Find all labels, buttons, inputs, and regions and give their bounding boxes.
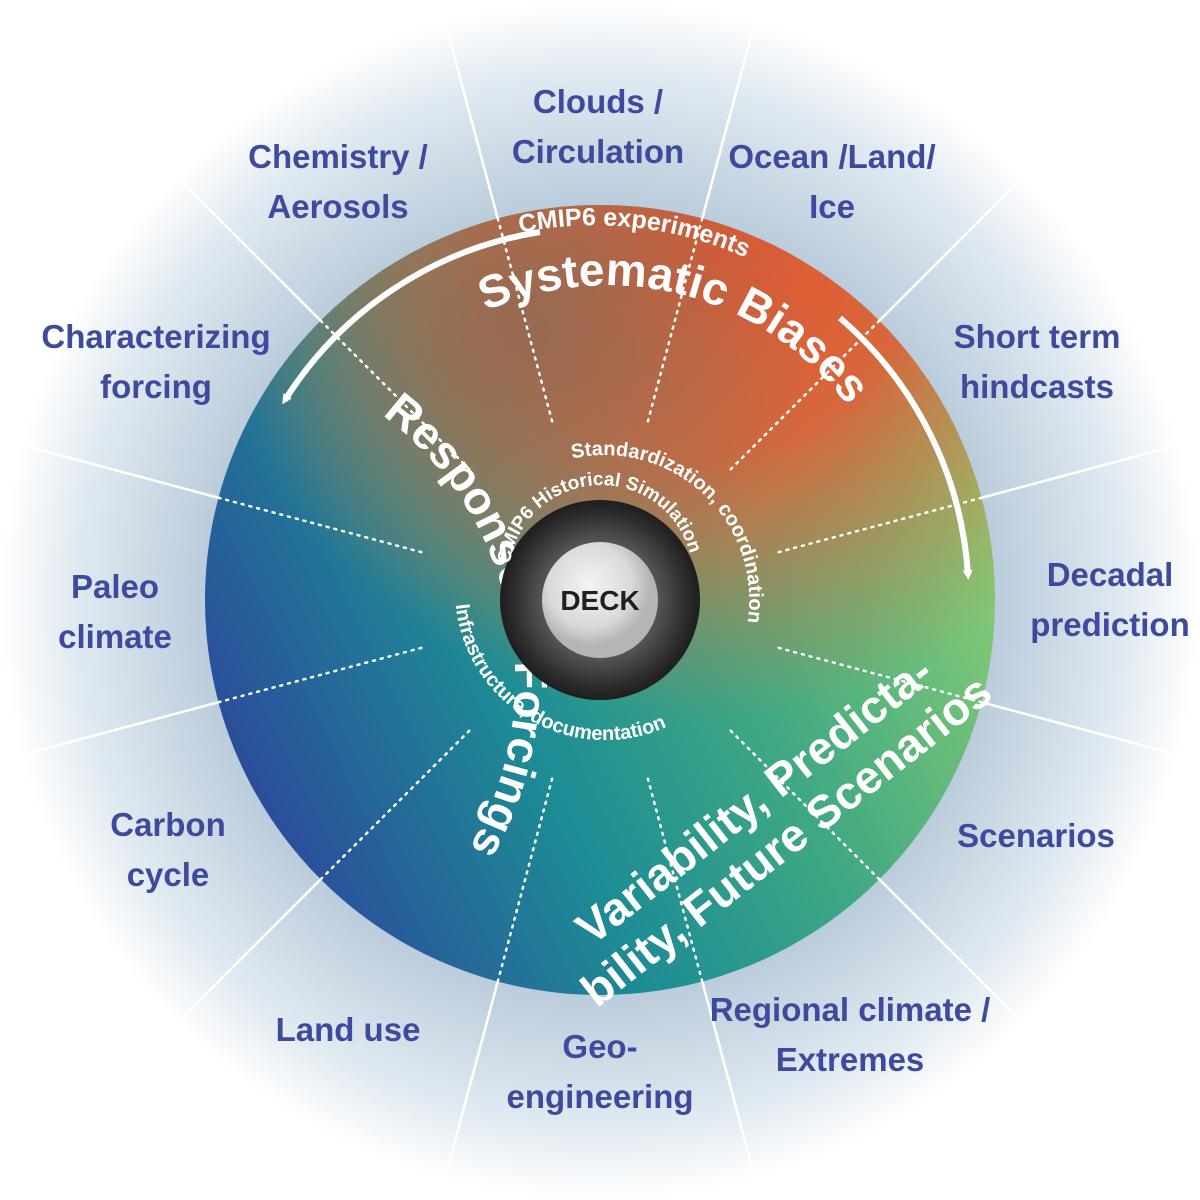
outer-spoke [437,981,499,1200]
outer-spoke [0,437,219,499]
outer-spoke [437,0,499,219]
outer-spoke [878,146,1054,322]
arrow-left [282,229,541,405]
outer-spoke [0,701,219,763]
mip-label-line: Aerosols [267,188,408,225]
mip-label-line: Carbon [110,806,226,843]
deck-core [542,542,658,658]
inner-spoke [646,217,704,423]
inner-spoke [777,646,983,704]
mip-label-line: forcing [100,368,212,405]
mip-label-line: Land use [276,1011,421,1048]
mip-label-line: Chemistry / [248,138,428,175]
mip-label-line: Scenarios [957,817,1115,854]
inner-spoke [319,729,471,881]
inner-spoke [646,777,704,983]
outer-spoke [981,437,1200,499]
mip-label-line: Extremes [776,1041,925,1078]
deck-label: DECK [560,585,639,616]
outer-spoke [878,878,1054,1054]
outer-spoke [146,878,322,1054]
mip-label-line: Ocean /Land/ [728,138,935,175]
inner-spoke [729,319,881,471]
mip-label-line: hindcasts [960,368,1114,405]
mip-label-line: climate [58,618,172,655]
mip-label-line: Clouds / [533,83,663,120]
inner-spoke [217,646,423,704]
mip-label-line: engineering [506,1078,693,1115]
mip-label-line: prediction [1030,606,1190,643]
mip-label-line: Geo- [562,1028,637,1065]
mip-label-line: Decadal [1047,556,1174,593]
mip-label-line: Paleo [71,568,159,605]
mip-label-line: cycle [127,856,210,893]
inner-spoke [217,496,423,554]
inner-spoke [729,729,881,881]
inner-spoke [319,319,471,471]
arrow-right [838,315,973,580]
mip-label-line: Regional climate / [710,991,991,1028]
inner-spoke [777,496,983,554]
mip-label-line: Characterizing [41,318,270,355]
inner-spokes [217,217,983,983]
mip-labels: Clouds / Circulation Ocean /Land/IceShort … [41,83,1189,1115]
inner-spoke [496,777,554,983]
mip-label-line: Circulation [512,133,684,170]
outer-spoke [146,146,322,322]
outer-spoke [981,701,1200,763]
mip-label-line: Short term [954,318,1121,355]
inner-spoke [496,217,554,423]
outer-spoke [701,981,763,1200]
mip-label-line: Ice [809,188,855,225]
outer-spoke [701,0,763,219]
